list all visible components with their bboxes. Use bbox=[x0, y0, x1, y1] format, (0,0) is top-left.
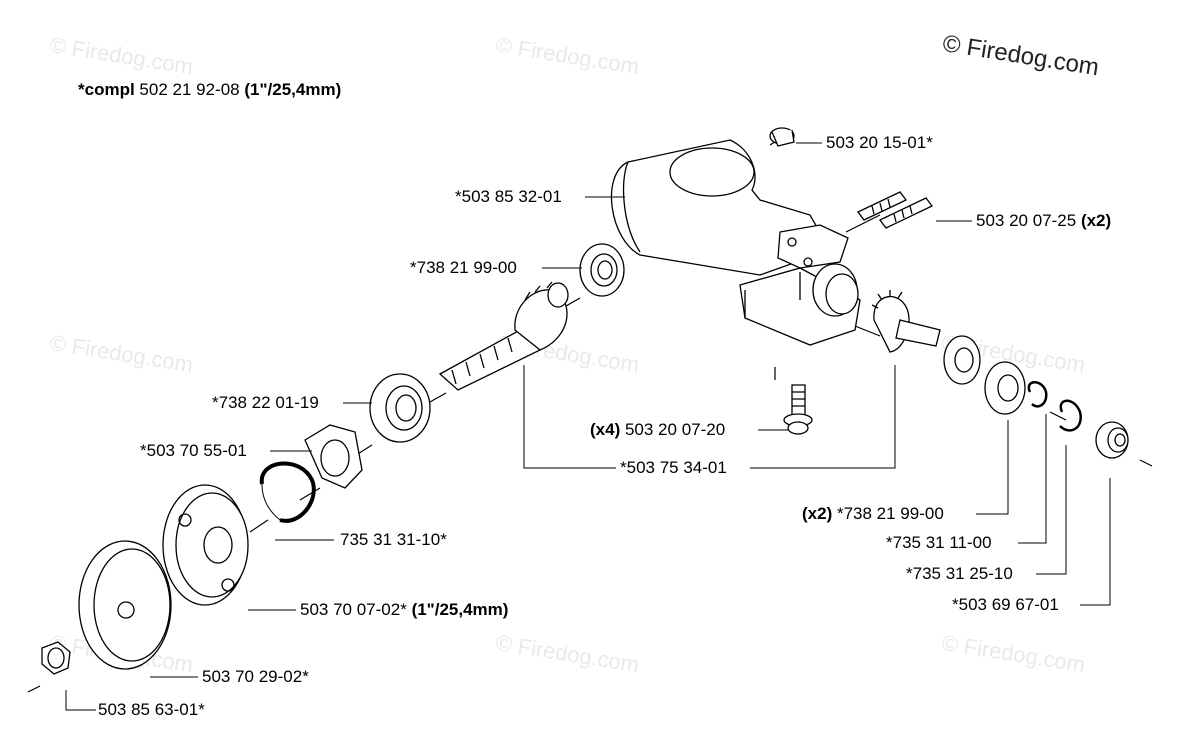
part-label: *503 75 34-01 bbox=[620, 458, 727, 477]
support-plate bbox=[162, 484, 249, 606]
clip-ring-2 bbox=[1059, 399, 1082, 432]
part-label: 503 70 29-02* bbox=[202, 667, 309, 686]
assembly-header: *compl 502 21 92-08 (1"/25,4mm) bbox=[78, 80, 341, 100]
part-label: *503 69 67-01 bbox=[952, 595, 1059, 614]
header-prefix: *compl bbox=[78, 80, 135, 99]
part-label: *735 31 25-10 bbox=[906, 564, 1013, 583]
gear-housing bbox=[610, 139, 861, 346]
bearing-right-1 bbox=[943, 335, 981, 385]
part-label-with-size: 503 70 07-02* (1"/25,4mm) bbox=[300, 600, 508, 620]
leader-lines bbox=[65, 142, 1111, 711]
screw-top bbox=[769, 127, 795, 147]
retaining-ring bbox=[259, 461, 316, 523]
seal-ring bbox=[369, 373, 431, 443]
part-label: 503 20 15-01* bbox=[826, 133, 933, 152]
clip-ring-1 bbox=[1027, 381, 1048, 408]
part-label: 503 85 63-01* bbox=[98, 700, 205, 719]
bolts-pair bbox=[857, 191, 933, 229]
part-label-with-qty: (x4) 503 20 07-20 bbox=[590, 420, 725, 440]
end-cap bbox=[1095, 421, 1129, 459]
part-qty: (x4) bbox=[590, 420, 621, 439]
part-label-with-qty: 503 20 07-25 (x2) bbox=[976, 211, 1111, 231]
header-size: (1"/25,4mm) bbox=[244, 80, 342, 99]
part-number: 503 20 07-20 bbox=[624, 420, 726, 439]
part-label: *735 31 11-00 bbox=[886, 533, 992, 552]
bolt-lower bbox=[783, 384, 813, 435]
part-label-with-qty: (x2) *738 21 99-00 bbox=[802, 504, 944, 524]
blade-disc bbox=[78, 540, 172, 670]
part-label: 735 31 31-10* bbox=[340, 530, 447, 549]
bevel-gear-shaft bbox=[438, 281, 569, 391]
part-label: *738 21 99-00 bbox=[410, 258, 517, 277]
part-number: 503 20 07-25 bbox=[976, 211, 1077, 230]
nut bbox=[41, 641, 71, 675]
bearing-right-2 bbox=[984, 361, 1026, 415]
cover-washer bbox=[304, 424, 363, 489]
part-number: *738 21 99-00 bbox=[836, 504, 944, 523]
part-label: *503 85 32-01 bbox=[455, 187, 562, 206]
part-qty: (x2) bbox=[1080, 211, 1112, 230]
header-number: 502 21 92-08 bbox=[139, 80, 240, 99]
bearing-upper bbox=[579, 243, 625, 297]
part-label: *503 70 55-01 bbox=[140, 441, 247, 460]
part-size: (1"/25,4mm) bbox=[411, 600, 509, 619]
part-qty: (x2) bbox=[802, 504, 833, 523]
bevel-gear-right bbox=[871, 290, 941, 353]
part-label: *738 22 01-19 bbox=[212, 393, 319, 412]
part-number: 503 70 07-02* bbox=[300, 600, 407, 619]
